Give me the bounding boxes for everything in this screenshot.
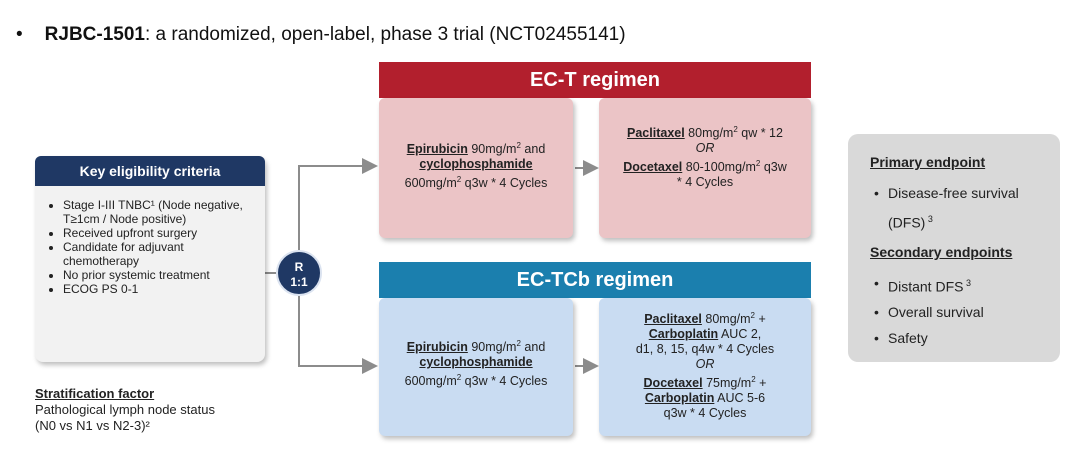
eligibility-box: Key eligibility criteria Stage I-III TNB… <box>35 156 265 362</box>
primary-endpoint-title: Primary endpoint <box>870 154 986 170</box>
eligibility-item: Received upfront surgery <box>63 226 257 240</box>
stratification-line2: (N0 vs N1 vs N2-3)² <box>35 418 150 433</box>
eligibility-item: ECOG PS 0-1 <box>63 282 257 296</box>
schedule-text: q3w * 4 Cycles <box>461 176 548 191</box>
plus-text: + <box>755 376 767 391</box>
dose-sup: 2 <box>456 373 462 383</box>
endpoint-text: Distant DFS <box>888 278 964 295</box>
endpoints-box: Primary endpoint Disease-free survival (… <box>848 134 1060 362</box>
drug-cyclophosphamide: cyclophosphamide <box>419 355 533 370</box>
dose-text: 80mg/m <box>701 312 751 327</box>
trial-description: : a randomized, open-label, phase 3 tria… <box>144 24 626 45</box>
secondary-endpoint-list: Distant DFS 3 Overall survival Safety <box>870 270 1050 352</box>
dose-text: 80-100mg/m <box>682 160 756 175</box>
schedule-text: q3w * 4 Cycles <box>461 374 548 389</box>
dose-sup: 2 <box>751 375 756 385</box>
randomization-r: R <box>294 260 304 274</box>
plus-text: + <box>755 312 766 327</box>
drug-carboplatin: Carboplatin <box>648 327 719 342</box>
drug-cyclophosphamide: cyclophosphamide <box>419 157 533 172</box>
endpoint-sup: 3 <box>963 277 971 288</box>
dose-sup: 2 <box>516 141 521 150</box>
schedule-text: q3w <box>760 160 787 175</box>
primary-endpoint-item-cont: (DFS) 3 <box>888 206 1050 236</box>
header-bullet: • <box>16 24 23 45</box>
stratification-title: Stratification factor <box>35 386 155 401</box>
arrow-to-ectcb <box>298 296 378 374</box>
ect-regimen-title: EC-T regimen <box>379 62 811 98</box>
eligibility-item: No prior systemic treatment <box>63 268 257 282</box>
dose-sup: 2 <box>755 159 761 169</box>
or-text: OR <box>695 141 715 156</box>
primary-endpoint-list: Disease-free survival (DFS) 3 <box>870 180 1050 236</box>
schedule-text: d1, 8, 15, q4w * 4 Cycles <box>635 342 775 357</box>
dose-sup: 2 <box>456 175 462 185</box>
drug-docetaxel: Docetaxel <box>623 160 683 175</box>
dose-sup: 2 <box>516 339 521 348</box>
secondary-endpoint-item: Safety <box>874 325 1050 351</box>
endpoint-sup: 3 <box>925 214 933 224</box>
endpoint-text: Overall survival <box>888 304 984 321</box>
trial-name: RJBC-1501 <box>44 24 145 45</box>
and-text: and <box>520 340 546 355</box>
drug-docetaxel: Docetaxel <box>643 376 703 391</box>
drug-carboplatin: Carboplatin <box>644 391 715 406</box>
endpoint-text: Safety <box>888 330 928 347</box>
ect-ec-box: Epirubicin 90mg/m2 and cyclophosphamide … <box>379 98 573 238</box>
eligibility-item: Stage I-III TNBC¹ (Node negative, T≥1cm … <box>63 198 257 226</box>
secondary-endpoint-title: Secondary endpoints <box>870 243 1013 260</box>
cycles-text: * 4 Cycles <box>676 175 734 190</box>
dose-sup: 2 <box>733 125 738 134</box>
schedule-text: q3w * 4 Cycles <box>663 406 747 421</box>
ectcb-taxane-carbo-box: Paclitaxel 80mg/m2 + Carboplatin AUC 2, … <box>599 298 811 436</box>
secondary-endpoint-item: Distant DFS 3 <box>874 270 1050 300</box>
drug-paclitaxel: Paclitaxel <box>644 312 702 327</box>
or-text: OR <box>695 357 715 372</box>
and-text: and <box>520 142 546 157</box>
eligibility-item: Candidate for adjuvant chemotherapy <box>63 240 257 268</box>
dose-text: 90mg/m <box>467 340 517 355</box>
endpoint-text: (DFS) <box>888 214 926 231</box>
dose-text: AUC 2, <box>718 327 762 342</box>
dose-text: 600mg/m <box>404 374 457 389</box>
randomization-ratio: 1:1 <box>290 275 308 289</box>
schedule-text: qw * 12 <box>737 126 783 141</box>
secondary-endpoint-item: Overall survival <box>874 299 1050 325</box>
arrow-to-ect <box>298 158 378 250</box>
ect-taxane-box: Paclitaxel 80mg/m2 qw * 12 OR Docetaxel … <box>599 98 811 238</box>
dose-text: 90mg/m <box>467 142 517 157</box>
endpoint-text: Disease-free survival <box>888 185 1019 201</box>
drug-epirubicin: Epirubicin <box>406 340 468 355</box>
trial-header: • RJBC-1501: a randomized, open-label, ph… <box>16 24 626 46</box>
primary-endpoint-item: Disease-free survival <box>874 180 1050 206</box>
ectcb-regimen-title: EC-TCb regimen <box>379 262 811 298</box>
drug-paclitaxel: Paclitaxel <box>627 126 685 141</box>
stratification-line1: Pathological lymph node status <box>35 402 215 417</box>
eligibility-list: Stage I-III TNBC¹ (Node negative, T≥1cm … <box>35 198 265 296</box>
dose-text: AUC 5-6 <box>714 391 766 406</box>
eligibility-title: Key eligibility criteria <box>35 156 265 186</box>
dose-text: 75mg/m <box>702 376 752 391</box>
ectcb-ec-box: Epirubicin 90mg/m2 and cyclophosphamide … <box>379 298 573 436</box>
stratification-block: Stratification factor Pathological lymph… <box>35 386 215 434</box>
drug-epirubicin: Epirubicin <box>406 142 468 157</box>
randomization-circle: R 1:1 <box>276 250 322 296</box>
dose-sup: 2 <box>750 311 755 320</box>
dose-text: 600mg/m <box>404 176 457 191</box>
dose-text: 80mg/m <box>684 126 734 141</box>
ect-ec-line1: Epirubicin 90mg/m2 and <box>379 138 573 157</box>
